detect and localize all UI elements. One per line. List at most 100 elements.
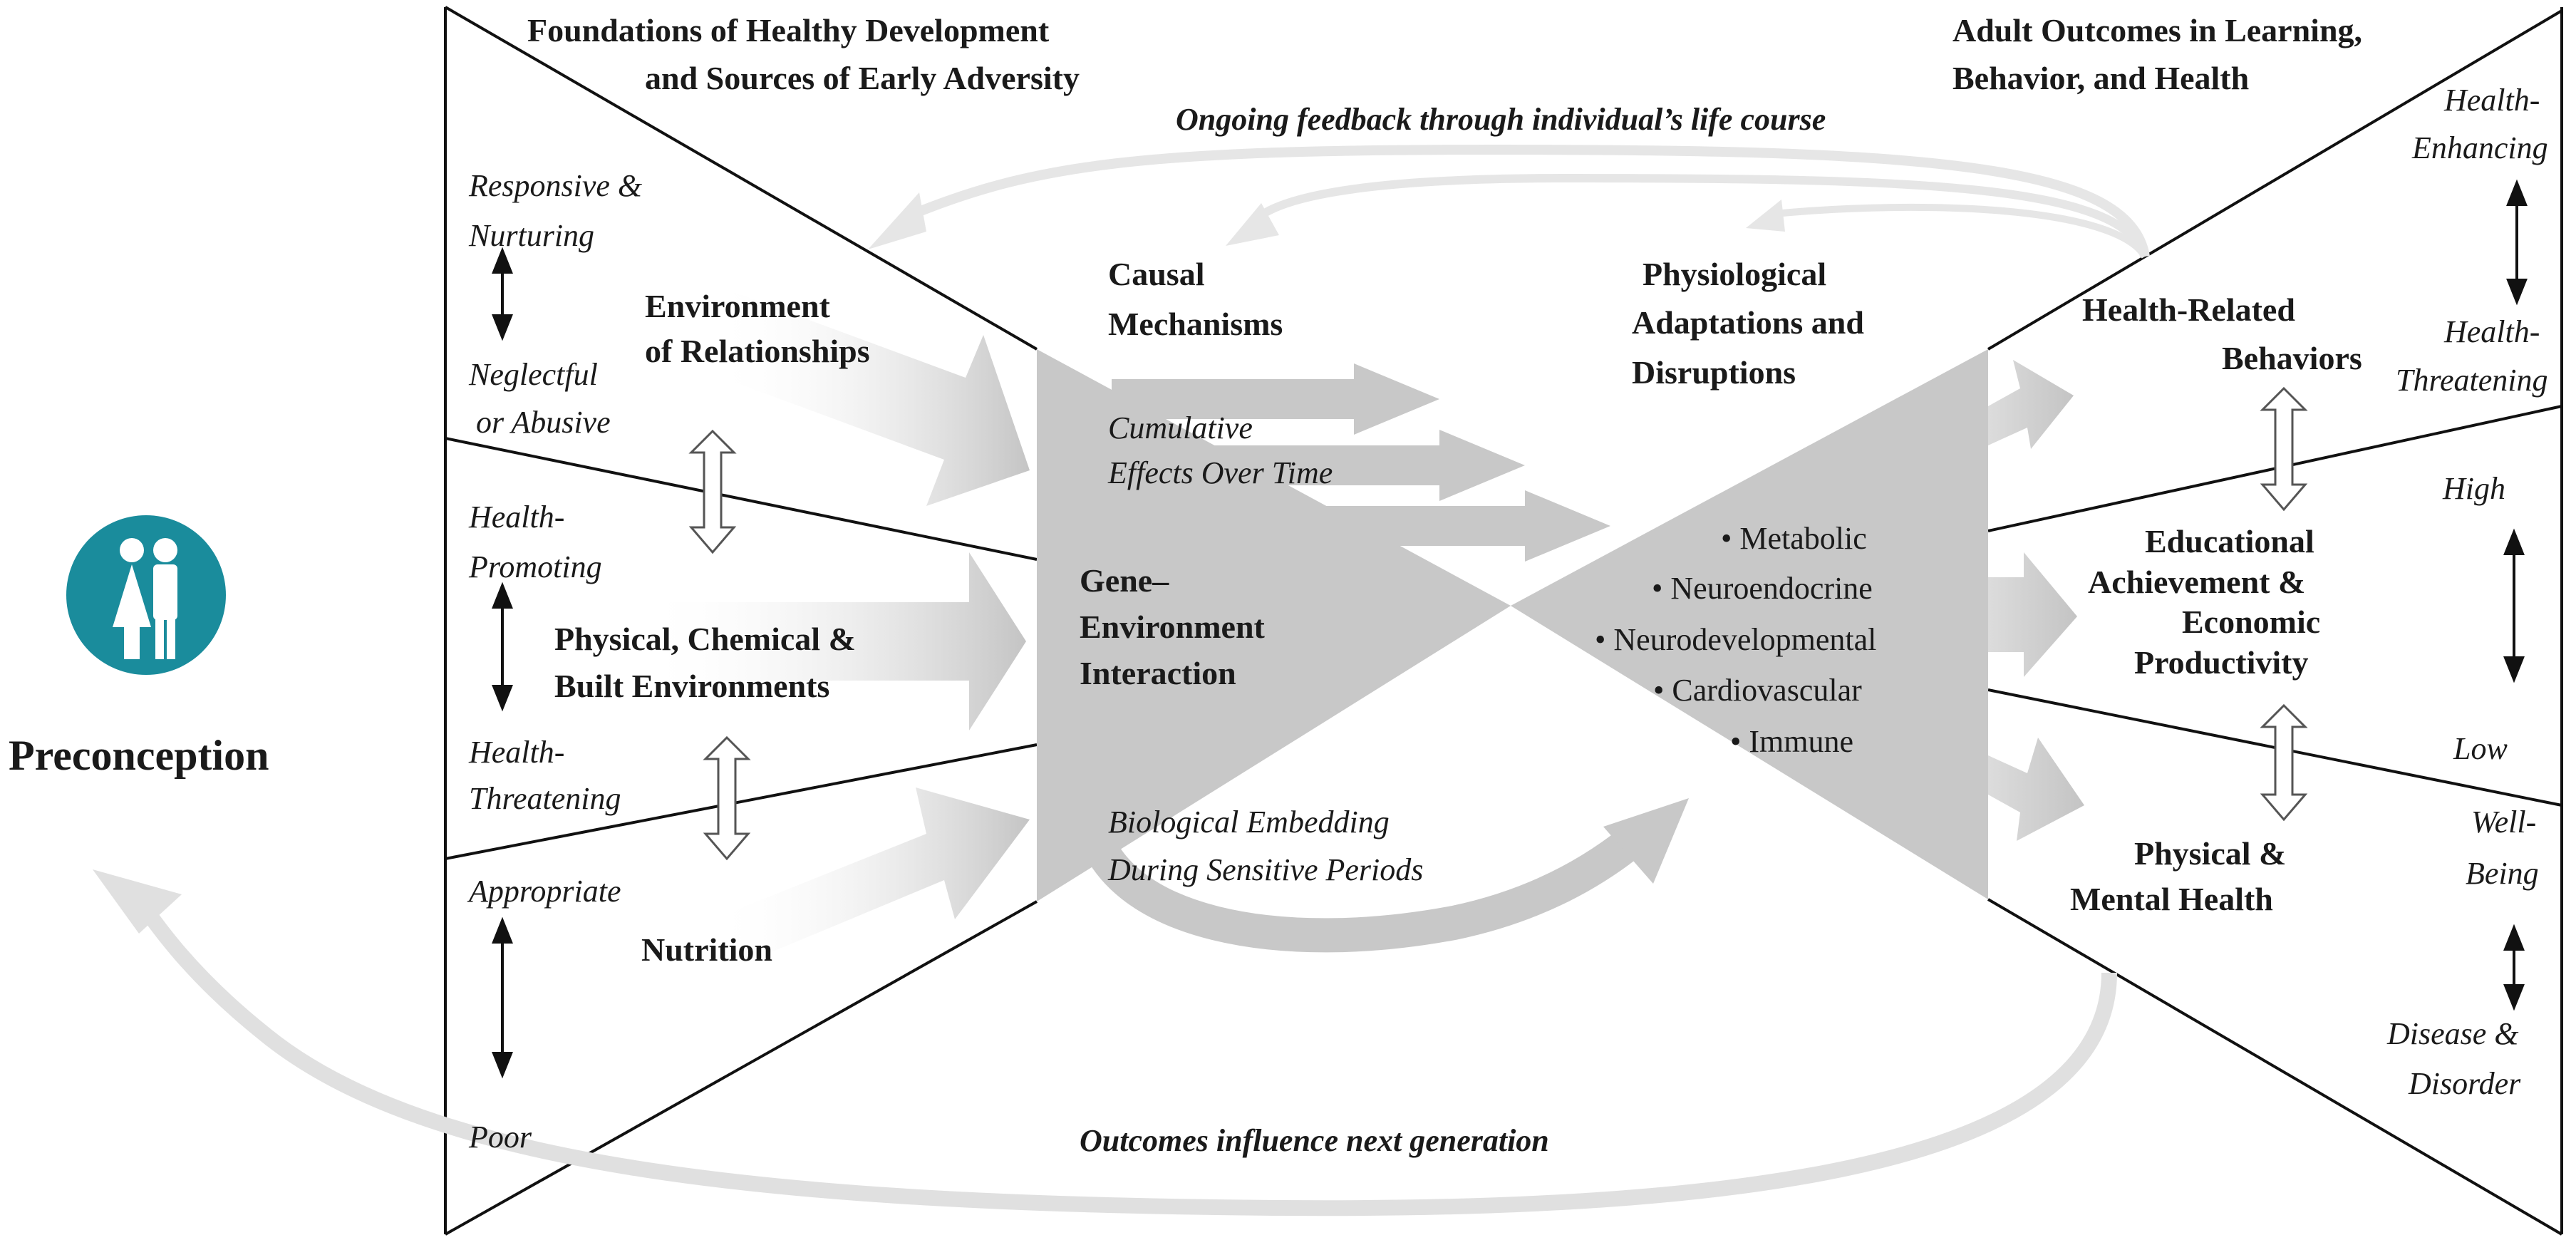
- right-hollow-arrows: [2260, 386, 2308, 822]
- outcome-health-title-1: Physical &: [2134, 835, 2286, 872]
- thin-arrow-right-1-head-down: [2506, 279, 2528, 306]
- feedback-label: Ongoing feedback through individual’s li…: [1176, 102, 1826, 137]
- outcome-behaviors-bottom-1: Health-: [2443, 314, 2540, 349]
- right-upper-diagonal: [1987, 9, 2563, 351]
- system-cardiovascular: • Cardiovascular: [1653, 673, 1862, 708]
- causal-label-2: Mechanisms: [1108, 306, 1283, 342]
- couple-icon: [66, 515, 226, 675]
- physio-label-2: Adaptations and: [1632, 304, 1864, 341]
- right-header-line-1: Adult Outcomes in Learning,: [1952, 12, 2362, 48]
- outcome-behaviors-title-2: Behaviors: [2222, 340, 2362, 376]
- thin-arrow-left-2-head-down: [492, 685, 513, 712]
- thin-arrow-right-2-head-down: [2503, 656, 2525, 683]
- foundation-relationships-bottom-2: or Abusive: [476, 405, 611, 440]
- outcome-health-top-2: Being: [2466, 856, 2539, 891]
- next-generation-arrowhead: [93, 869, 182, 934]
- foundation-nutrition-bottom-1: Poor: [468, 1120, 532, 1154]
- feedback-arrowhead-inner: [1746, 200, 1785, 232]
- system-metabolic: • Metabolic: [1721, 521, 1867, 556]
- foundation-physical-bottom-2: Threatening: [469, 781, 621, 816]
- cumulative-arrows: [1112, 363, 1610, 562]
- foundation-nutrition-title-1: Nutrition: [641, 931, 772, 968]
- hollow-arrow-right-1: [2260, 386, 2308, 512]
- right-header-line-2: Behavior, and Health: [1952, 60, 2249, 96]
- thin-arrows: [492, 179, 2528, 1079]
- left-upper-diagonal: [444, 6, 1038, 351]
- outcome-education-title-3: Economic: [2182, 604, 2320, 640]
- thin-arrow-left-1-head-up: [492, 247, 513, 274]
- outcome-health-bottom-2: Disorder: [2408, 1066, 2521, 1101]
- outcome-behaviors-title-1: Health-Related: [2082, 291, 2295, 328]
- foundation-relationships-top-1: Responsive &: [468, 168, 643, 203]
- outcome-education-title-1: Educational: [2145, 523, 2314, 559]
- left-header-line-2: and Sources of Early Adversity: [645, 60, 1080, 96]
- foundation-relationships-title-2: of Relationships: [645, 333, 870, 369]
- feedback-arrowhead-middle: [1226, 203, 1279, 246]
- outcome-education-top-1: High: [2442, 471, 2505, 506]
- to-behaviors-arrow: [1988, 360, 2074, 449]
- center-right-wedge: [1511, 349, 1988, 899]
- hollow-arrow-left-2: [703, 735, 751, 861]
- outcome-behaviors-bottom-2: Threatening: [2396, 363, 2547, 398]
- embedding-label-2: During Sensitive Periods: [1107, 852, 1423, 887]
- cumulative-arrow-1: [1112, 363, 1439, 435]
- feedback-arc-inner: [1774, 203, 2148, 259]
- thin-arrow-right-3-head-down: [2503, 984, 2525, 1011]
- gene-label-1: Gene–: [1080, 562, 1169, 599]
- hollow-arrow-left-1: [688, 429, 737, 554]
- foundation-relationships-bottom-1: Neglectful: [468, 357, 598, 392]
- physio-label-1: Physiological: [1643, 256, 1826, 292]
- gene-label-2: Environment: [1080, 609, 1266, 645]
- thin-arrow-left-1-head-down: [492, 314, 513, 341]
- left-divider-2: [445, 743, 1038, 860]
- left-lower-diagonal: [445, 900, 1038, 1236]
- physio-label-3: Disruptions: [1632, 354, 1796, 391]
- outcome-education-title-2: Achievement &: [2088, 564, 2305, 600]
- thin-arrow-left-3-head-down: [492, 1052, 513, 1079]
- feedback-arc-middle: [1251, 173, 2149, 258]
- system-neuroendocrine: • Neuroendocrine: [1652, 571, 1873, 606]
- foundation-nutrition-top-1: Appropriate: [467, 874, 621, 909]
- hollow-arrow-right-2: [2260, 703, 2308, 822]
- foundation-physical-top-1: Health-: [468, 500, 564, 534]
- to-health-arrow: [1988, 738, 2084, 841]
- thin-arrow-right-2-head-up: [2503, 528, 2525, 555]
- foundation-physical-title-1: Physical, Chemical &: [554, 621, 856, 657]
- cumulative-arrow-2: [1211, 430, 1525, 501]
- embedding-label-1: Biological Embedding: [1108, 805, 1390, 839]
- outcome-behaviors-top-2: Enhancing: [2411, 130, 2548, 165]
- to-education-arrow: [1988, 552, 2077, 677]
- system-neurodevelopmental: • Neurodevelopmental: [1595, 622, 1876, 657]
- embedding-arrowhead: [1603, 798, 1689, 884]
- system-immune: • Immune: [1730, 724, 1853, 759]
- physical-arrow: [641, 552, 1026, 730]
- foundation-relationships-top-2: Nurturing: [468, 218, 594, 253]
- center-left-wedge: [1037, 349, 1511, 901]
- thin-arrow-right-3-head-up: [2503, 924, 2525, 951]
- next-generation-label: Outcomes influence next generation: [1080, 1123, 1549, 1158]
- outcome-health-top-1: Well-: [2471, 805, 2536, 839]
- foundation-physical-top-2: Promoting: [468, 549, 602, 584]
- foundation-physical-title-2: Built Environments: [554, 668, 829, 704]
- relationships-arrow: [713, 292, 1030, 506]
- left-divider-1: [445, 437, 1038, 561]
- outcome-education-bottom-1: Low: [2453, 731, 2508, 766]
- foundation-physical-bottom-1: Health-: [468, 735, 564, 770]
- thin-arrow-left-3-head-up: [492, 916, 513, 944]
- outcome-health-title-2: Mental Health: [2070, 881, 2273, 917]
- outcome-behaviors-top-1: Health-: [2443, 83, 2540, 118]
- cumulative-label-1: Cumulative: [1108, 410, 1253, 445]
- causal-label-1: Causal: [1108, 256, 1204, 292]
- nutrition-arrow: [713, 787, 1030, 969]
- embedding-arc: [1073, 815, 1643, 953]
- foundation-relationships-title-1: Environment: [645, 288, 831, 324]
- next-generation-arc: [128, 889, 2117, 1216]
- thin-arrow-left-2-head-up: [492, 582, 513, 609]
- thin-arrow-right-1-head-up: [2506, 179, 2528, 206]
- outcome-education-title-4: Productivity: [2134, 644, 2308, 681]
- gene-label-3: Interaction: [1080, 655, 1236, 691]
- feedback-arc-outer: [903, 144, 2150, 258]
- cumulative-arrow-3: [1283, 490, 1610, 562]
- feedback-arrowhead-outer: [868, 192, 926, 249]
